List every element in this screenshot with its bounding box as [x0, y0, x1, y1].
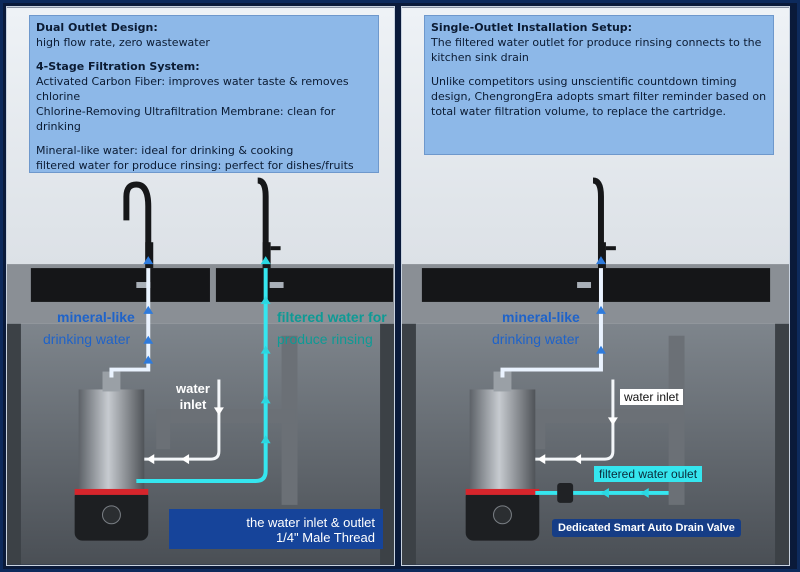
rinse-flow-path [136, 268, 268, 483]
drinking-water-label: drinking water [43, 331, 131, 347]
right-mineral-like-label: mineral-like [502, 309, 580, 325]
left-info-box: Dual Outlet Design: high flow rate, zero… [29, 15, 379, 173]
inlet-flow-path [144, 379, 221, 461]
left-info-subtitle: high flow rate, zero wastewater [36, 36, 210, 49]
left-info-title: Dual Outlet Design: [36, 21, 158, 34]
filtration-title: 4-Stage Filtration System: [36, 60, 200, 73]
thread-line-1: the water inlet & outlet [246, 515, 375, 530]
right-drinking-water-label: drinking water [492, 331, 580, 347]
drinking-flow-path [109, 268, 151, 378]
right-info-title: Single-Outlet Installation Setup: [431, 21, 633, 34]
filtered-water-outlet-tag: filtered water oulet [594, 466, 703, 482]
right-drinking-flow-path [500, 268, 603, 378]
water-line-1: Mineral-like water: ideal for drinking &… [36, 144, 294, 157]
right-info-line-2: Unlike competitors using unscientific co… [431, 75, 767, 118]
filtered-water-for-label: filtered water for [277, 309, 387, 325]
filtration-line-1: Activated Carbon Fiber: improves water t… [36, 75, 349, 103]
filtration-line-2: Chlorine-Removing Ultrafiltration Membra… [36, 105, 336, 133]
inlet-word: inlet [179, 397, 207, 412]
thread-info-box: the water inlet & outlet 1/4" Male Threa… [169, 509, 383, 549]
drain-valve-shape [557, 482, 574, 503]
water-inlet-label: water inlet [171, 381, 215, 413]
mineral-like-label: mineral-like [57, 309, 135, 325]
water-line-2: filtered water for produce rinsing: perf… [36, 159, 354, 172]
left-panel: Dual Outlet Design: high flow rate, zero… [6, 6, 395, 566]
right-panel: Single-Outlet Installation Setup: The fi… [401, 6, 790, 566]
thread-line-2: 1/4" Male Thread [275, 530, 375, 545]
right-inlet-flow-path [535, 379, 615, 461]
water-inlet-tag: water inlet [620, 389, 683, 405]
right-info-line-1: The filtered water outlet for produce ri… [431, 36, 762, 64]
right-info-box: Single-Outlet Installation Setup: The fi… [424, 15, 774, 155]
produce-rinsing-label: produce rinsing [277, 331, 373, 347]
water-word: water [176, 381, 210, 396]
drain-valve-tag: Dedicated Smart Auto Drain Valve [552, 519, 741, 537]
